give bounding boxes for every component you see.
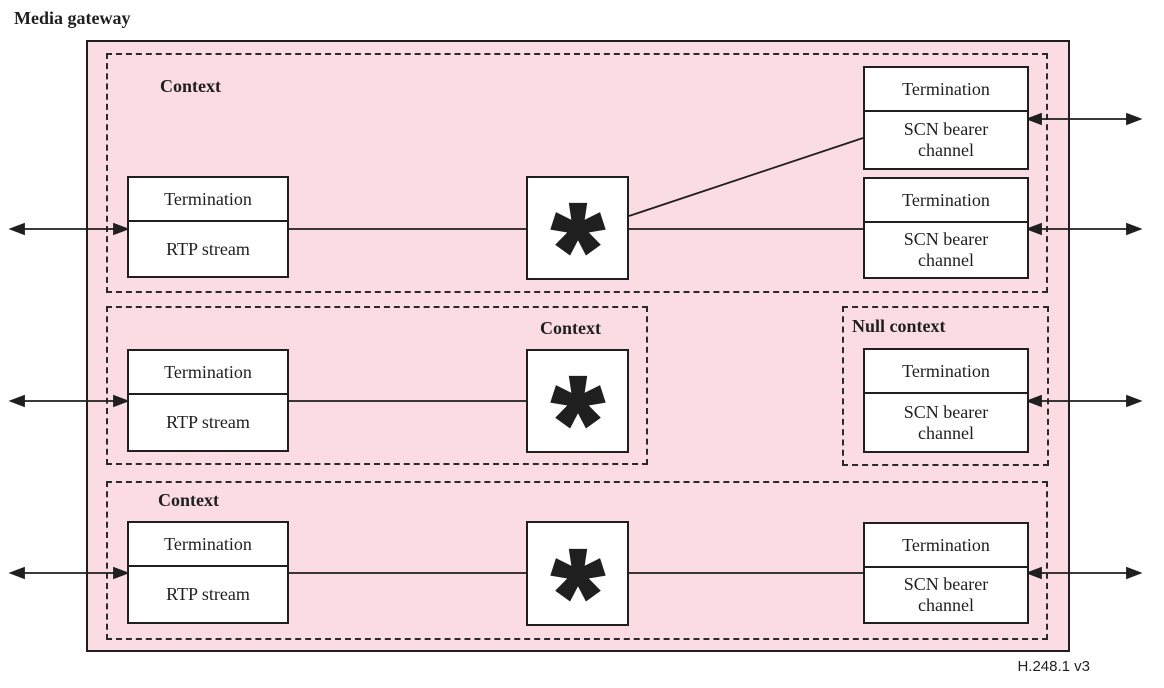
null-context-box: [842, 306, 1049, 466]
asterisk-icon: [549, 548, 606, 602]
termination-box-top-rtp: Termination RTP stream: [127, 176, 289, 278]
termination-channel: RTP stream: [166, 584, 250, 604]
termination-channel: SCN bearer channel: [903, 229, 989, 270]
termination-box-bottom-scn: Termination SCN bearer channel: [863, 522, 1029, 624]
page-title: Media gateway: [14, 8, 131, 28]
termination-box-bottom-rtp: Termination RTP stream: [127, 521, 289, 624]
context-label-top: Context: [160, 76, 221, 96]
termination-title: Termination: [129, 178, 287, 222]
mixer-box-middle: [526, 349, 629, 453]
figure-caption: H.248.1 v3: [1017, 658, 1090, 675]
context-label-bottom: Context: [158, 490, 219, 510]
mixer-box-bottom: [526, 521, 629, 626]
context-box-top: [106, 53, 1048, 293]
termination-title: Termination: [129, 523, 287, 567]
termination-box-top-scn-lower: Termination SCN bearer channel: [863, 177, 1029, 279]
termination-title: Termination: [865, 68, 1027, 112]
mixer-box-top: [526, 176, 629, 280]
context-box-bottom: [106, 481, 1048, 640]
null-context-label: Null context: [852, 316, 946, 336]
termination-channel: SCN bearer channel: [903, 401, 989, 443]
termination-title: Termination: [865, 350, 1027, 394]
context-box-middle: [106, 306, 648, 465]
termination-title: Termination: [865, 524, 1027, 568]
context-label-middle: Context: [540, 318, 601, 338]
termination-box-middle-rtp: Termination RTP stream: [127, 349, 289, 452]
asterisk-icon: [549, 375, 606, 429]
termination-channel: RTP stream: [166, 412, 250, 432]
termination-channel: RTP stream: [166, 238, 250, 259]
termination-box-top-scn-upper: Termination SCN bearer channel: [863, 66, 1029, 170]
termination-channel: SCN bearer channel: [903, 119, 989, 160]
termination-title: Termination: [865, 179, 1027, 223]
termination-channel: SCN bearer channel: [903, 574, 989, 615]
termination-title: Termination: [129, 351, 287, 395]
asterisk-icon: [549, 202, 606, 256]
termination-box-null-scn: Termination SCN bearer channel: [863, 348, 1029, 453]
